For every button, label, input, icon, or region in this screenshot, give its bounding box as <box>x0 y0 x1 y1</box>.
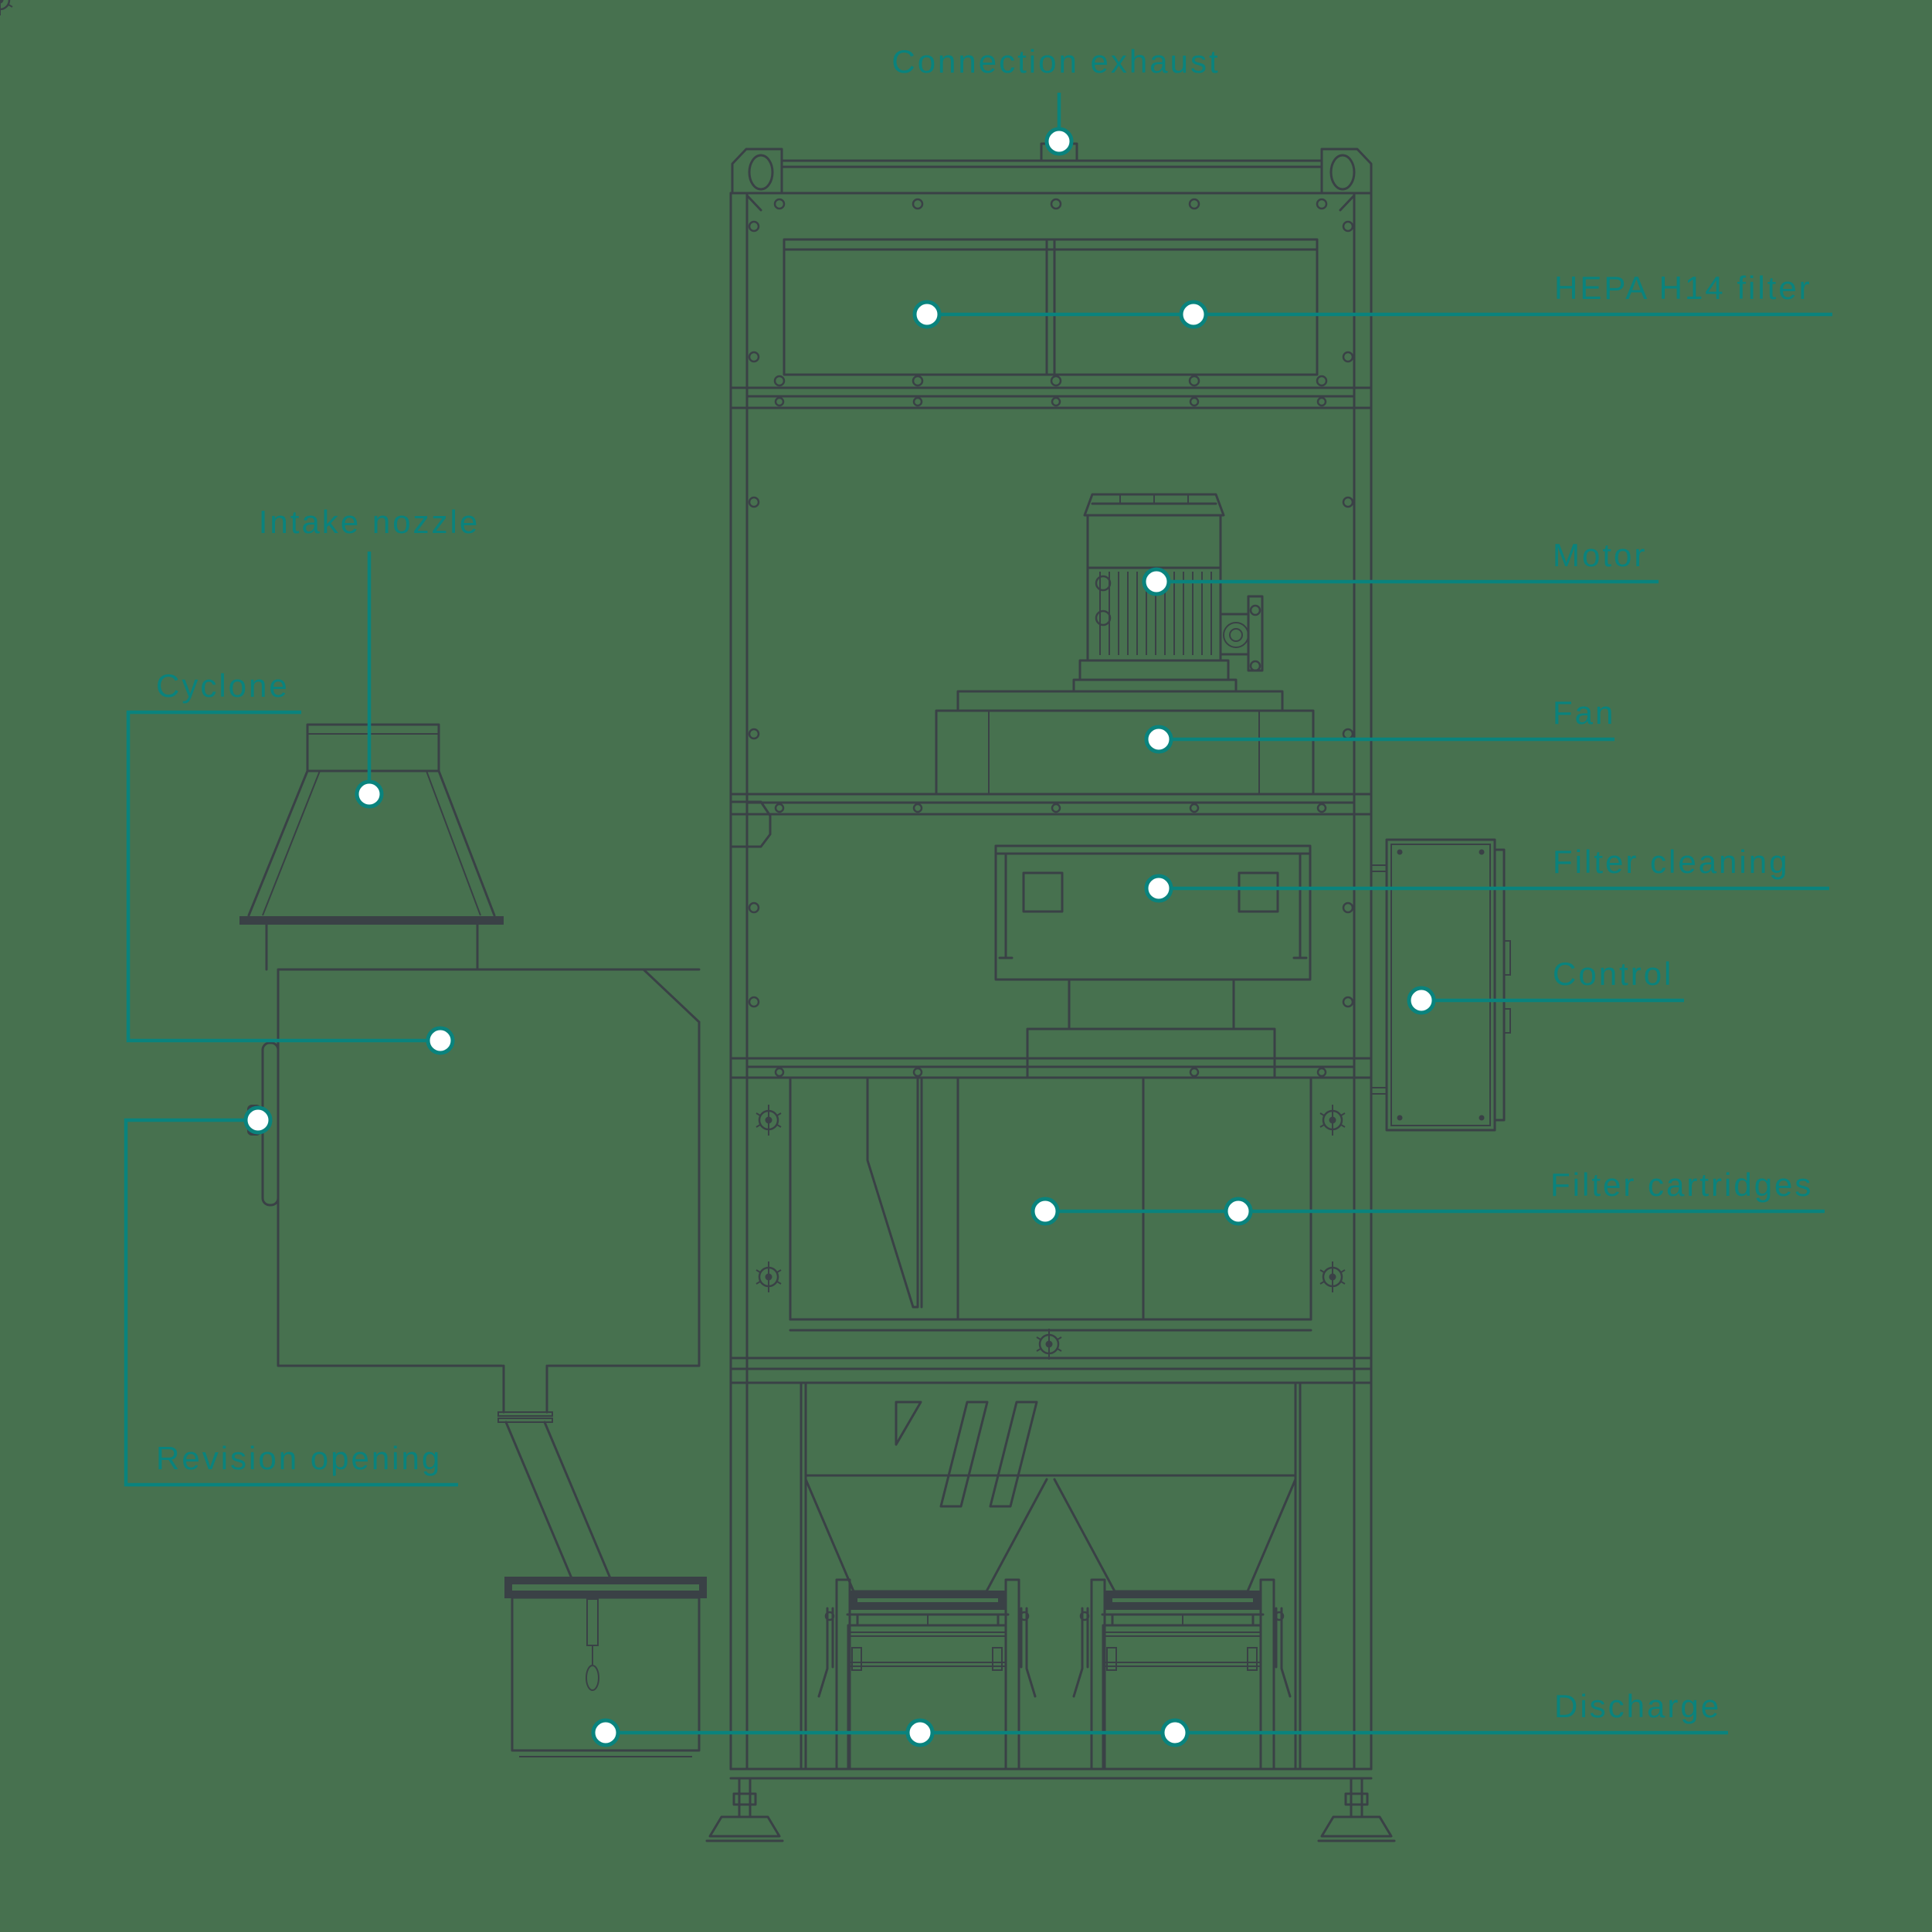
discharge-hotspot-dot-1[interactable] <box>591 1718 620 1747</box>
filter-cleaning-hotspot-dot[interactable] <box>1144 874 1173 903</box>
hepa-filter-hotspot-dot-1[interactable] <box>912 300 942 329</box>
callouts: Connection exhaust HEPA H14 filter Intak… <box>124 43 1832 1747</box>
intake-nozzle-hotspot-dot[interactable] <box>355 779 384 809</box>
bolt-row-hepa-bottom <box>773 375 1328 387</box>
filter-cartridges-label: Filter cartridges <box>1550 1166 1813 1203</box>
filter-cleaning-label: Filter cleaning <box>1553 844 1789 880</box>
hepa-section <box>745 194 1356 387</box>
fan-hotspot-dot[interactable] <box>1144 725 1173 754</box>
cyclone-leader <box>126 710 428 1043</box>
door-latches <box>0 0 1346 1361</box>
callout-control: Control <box>1407 956 1684 1015</box>
discharge-hotspot-dot-3[interactable] <box>1160 1718 1190 1747</box>
bolt-row-top <box>773 198 1328 210</box>
tower-frame <box>729 192 1373 1780</box>
callout-connection-exhaust: Connection exhaust <box>891 43 1220 156</box>
hepa-filter-hotspot-dot-2[interactable] <box>1179 300 1208 329</box>
callout-filter-cleaning: Filter cleaning <box>1144 844 1829 903</box>
cyclone-label: Cyclone <box>156 667 290 704</box>
hepa-filter-label: HEPA H14 filter <box>1554 270 1812 306</box>
discharge-container <box>504 1577 707 1757</box>
machine-line-art <box>0 0 1511 1842</box>
cyclone-hotspot-dot[interactable] <box>426 1026 455 1055</box>
revision-opening-leader <box>124 1118 458 1487</box>
callout-motor: Motor <box>1142 537 1659 596</box>
motor-label: Motor <box>1553 537 1647 573</box>
filter-cartridge-door <box>0 0 1373 1370</box>
callout-cyclone: Cyclone <box>126 667 455 1055</box>
flange-band-2 <box>729 793 1373 816</box>
control-cabinet <box>1371 838 1511 1132</box>
intake-nozzle-label: Intake nozzle <box>259 504 480 540</box>
hepa-filter-housing <box>783 238 1319 376</box>
dust-hoppers <box>804 1474 1297 1593</box>
side-bolts <box>748 220 1354 1008</box>
filter-cartridges-hotspot-dot-2[interactable] <box>1224 1197 1253 1226</box>
cyclone-discharge-chute <box>497 1364 612 1580</box>
callout-hepa-filter: HEPA H14 filter <box>912 270 1832 329</box>
dust-bins <box>817 1580 1290 1769</box>
connection-exhaust-hotspot-dot[interactable] <box>1044 127 1074 156</box>
cyclone-assembly <box>239 723 707 1757</box>
flange-band-1 <box>729 386 1373 409</box>
connection-exhaust-label: Connection exhaust <box>891 43 1220 80</box>
revision-opening-label: Revision opening <box>156 1440 442 1476</box>
callout-fan: Fan <box>1144 694 1615 754</box>
discharge-label: Discharge <box>1554 1688 1721 1724</box>
base-cabinet <box>705 1381 1396 1842</box>
discharge-hotspot-dot-2[interactable] <box>905 1718 935 1747</box>
cyclone-body <box>247 968 701 1367</box>
revision-opening-hotspot-dot[interactable] <box>243 1105 273 1135</box>
machine-feet <box>705 1777 1396 1842</box>
intake-hood <box>239 723 504 971</box>
callout-discharge: Discharge <box>591 1688 1728 1747</box>
filter-cleaning-box <box>994 844 1312 1079</box>
control-label: Control <box>1553 956 1673 992</box>
brand-logo-icon <box>895 1401 1038 1508</box>
fan-box <box>935 690 1315 796</box>
motor-shaft-flange <box>1219 595 1264 672</box>
control-hotspot-dot[interactable] <box>1407 986 1436 1015</box>
fan-label: Fan <box>1553 694 1615 731</box>
filter-cartridges-hotspot-dot-1[interactable] <box>1031 1197 1060 1226</box>
callout-filter-cartridges: Filter cartridges <box>1031 1166 1825 1226</box>
motor-hotspot-dot[interactable] <box>1142 567 1171 596</box>
callout-intake-nozzle: Intake nozzle <box>259 504 480 809</box>
callout-revision-opening: Revision opening <box>124 1105 458 1487</box>
motor-drawing <box>1072 493 1264 693</box>
